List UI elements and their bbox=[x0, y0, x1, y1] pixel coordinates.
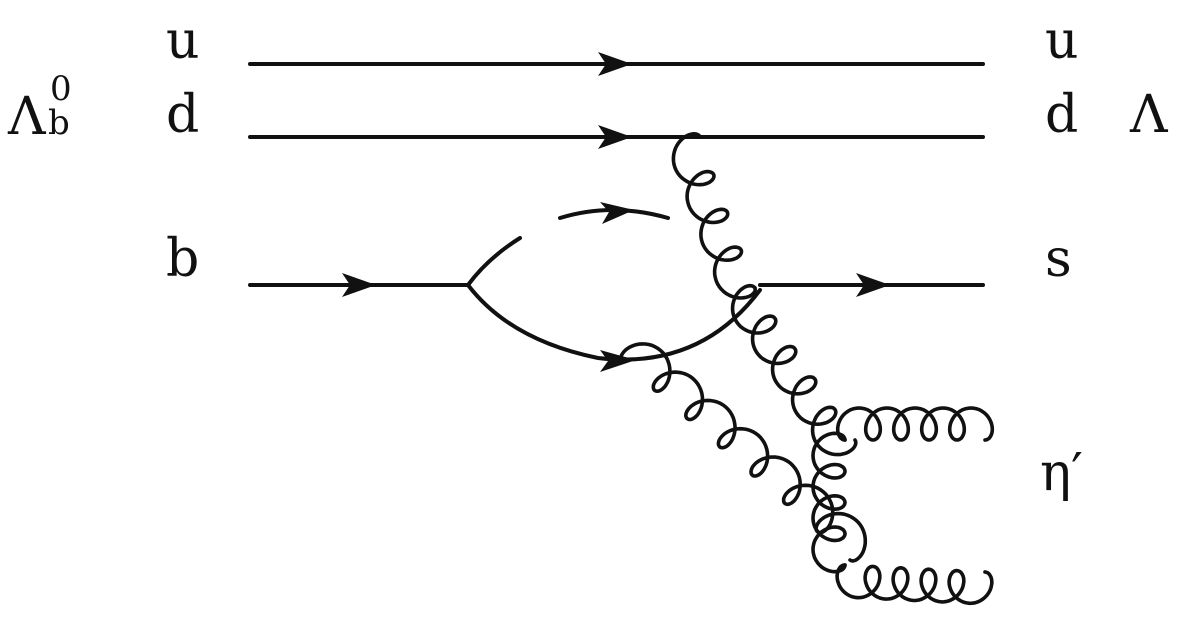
initial-hadron-label: Λ bbox=[7, 87, 47, 147]
gluon-vertex-to-meson bbox=[730, 283, 858, 457]
s-quark-arrow bbox=[856, 273, 890, 297]
b-quark-in-label: b bbox=[166, 229, 199, 289]
gluon-meson-upper bbox=[835, 406, 995, 442]
gluon-layer bbox=[618, 132, 995, 606]
gluon-meson-connector bbox=[811, 431, 847, 574]
b-quark-arrow bbox=[342, 273, 376, 297]
gluon-meson-lower bbox=[835, 563, 994, 606]
meson-label: η′ bbox=[1040, 443, 1083, 503]
d-quark-out-label: d bbox=[1045, 85, 1078, 145]
u-quark-arrow bbox=[598, 52, 632, 76]
initial-hadron-symbol: Λ bbox=[7, 87, 47, 147]
u-quark-in-label: u bbox=[166, 11, 200, 71]
loop-upper-left-arc bbox=[466, 236, 522, 287]
gluon-d-to-vertex bbox=[671, 132, 757, 300]
s-quark-out-label: s bbox=[1045, 229, 1072, 289]
d-quark-arrow bbox=[598, 125, 632, 149]
u-quark-out-label: u bbox=[1045, 11, 1079, 71]
initial-hadron-subscript: b bbox=[48, 103, 70, 143]
initial-hadron-superscript: 0 bbox=[50, 69, 72, 109]
final-hadron-label: Λ bbox=[1129, 85, 1169, 145]
d-quark-in-label: d bbox=[166, 85, 199, 145]
loop-upper-arrow bbox=[600, 202, 634, 224]
loop-lower-arc bbox=[466, 283, 762, 362]
loop-lower-arrow bbox=[600, 350, 636, 372]
